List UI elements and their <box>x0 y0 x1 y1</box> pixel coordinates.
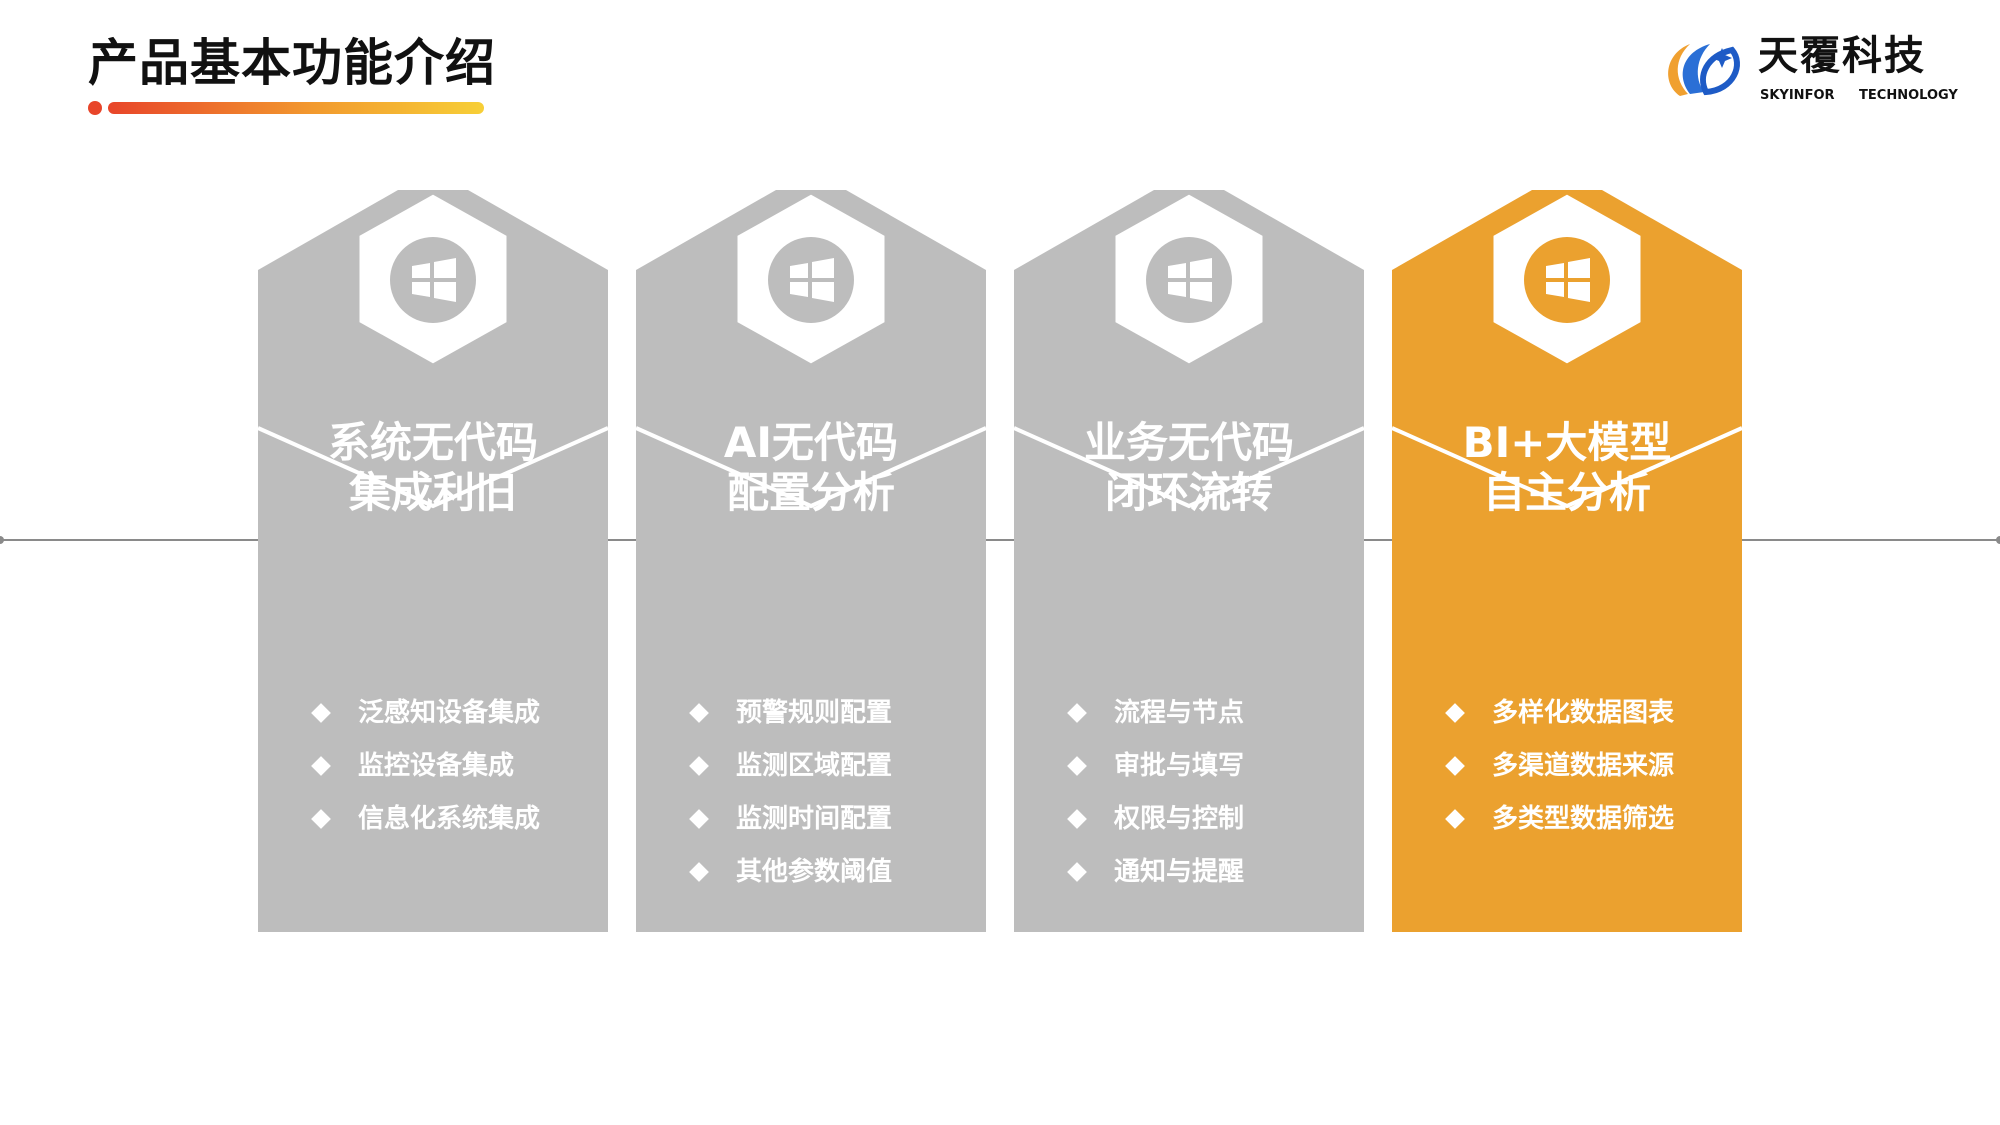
feature-item-label: 监测区域配置 <box>736 750 893 781</box>
feature-card: BI+大模型自主分析 多样化数据图表多渠道数据来源多类型数据筛选 <box>1392 190 1742 935</box>
diamond-bullet-icon <box>689 808 709 829</box>
card-title: BI+大模型自主分析 <box>1392 418 1742 518</box>
card-title-line: 集成利旧 <box>348 468 517 517</box>
logo-mark-icon <box>1668 44 1740 96</box>
feature-item-label: 多类型数据筛选 <box>1492 803 1675 834</box>
card-shape <box>1014 190 1364 932</box>
feature-item: 多渠道数据来源 <box>1442 739 1674 792</box>
timeline-line <box>1742 539 2000 541</box>
feature-item-label: 预警规则配置 <box>736 697 893 728</box>
card-title-line: AI无代码 <box>723 418 899 467</box>
feature-list: 多样化数据图表多渠道数据来源多类型数据筛选 <box>1442 686 1674 845</box>
diamond-bullet-icon <box>689 702 709 723</box>
feature-item: 预警规则配置 <box>686 686 892 739</box>
feature-item-label: 通知与提醒 <box>1114 856 1245 887</box>
timeline-line <box>1364 539 1392 541</box>
diamond-bullet-icon <box>1445 808 1465 829</box>
card-shape <box>636 190 986 932</box>
diamond-bullet-icon <box>1445 702 1465 723</box>
feature-item: 其他参数阈值 <box>686 845 892 898</box>
feature-item-label: 监测时间配置 <box>736 803 893 834</box>
feature-item: 流程与节点 <box>1064 686 1244 739</box>
feature-item: 审批与填写 <box>1064 739 1244 792</box>
diamond-bullet-icon <box>1445 755 1465 776</box>
timeline-line <box>0 539 258 541</box>
feature-item-label: 权限与控制 <box>1114 803 1245 834</box>
card-title-line: 自主分析 <box>1482 468 1651 517</box>
card-title-line: 系统无代码 <box>327 418 538 467</box>
feature-item: 监测区域配置 <box>686 739 892 792</box>
feature-item: 多类型数据筛选 <box>1442 792 1674 845</box>
windows-icon <box>1524 237 1610 323</box>
company-logo: 天覆科技 SKYINFOR TECHNOLOGY <box>1660 34 2000 114</box>
card-title-line: 闭环流转 <box>1104 468 1273 517</box>
feature-item: 监测时间配置 <box>686 792 892 845</box>
feature-card: 业务无代码闭环流转 流程与节点审批与填写权限与控制通知与提醒 <box>1014 190 1364 935</box>
card-shape <box>1392 190 1742 932</box>
card-title-line: BI+大模型 <box>1462 418 1672 467</box>
feature-item: 多样化数据图表 <box>1442 686 1674 739</box>
diamond-bullet-icon <box>1067 755 1087 776</box>
card-shape <box>258 190 608 932</box>
feature-item-label: 监控设备集成 <box>358 750 515 781</box>
feature-item: 泛感知设备集成 <box>308 686 540 739</box>
diamond-bullet-icon <box>689 861 709 882</box>
diamond-bullet-icon <box>1067 702 1087 723</box>
feature-item-label: 审批与填写 <box>1114 750 1245 781</box>
feature-item: 信息化系统集成 <box>308 792 540 845</box>
feature-list: 流程与节点审批与填写权限与控制通知与提醒 <box>1064 686 1244 898</box>
windows-icon <box>768 237 854 323</box>
title-underline <box>88 101 484 115</box>
feature-item-label: 流程与节点 <box>1114 697 1245 728</box>
card-title-line: 业务无代码 <box>1083 418 1294 467</box>
feature-item: 权限与控制 <box>1064 792 1244 845</box>
diamond-bullet-icon <box>311 755 331 776</box>
feature-card: 系统无代码集成利旧 泛感知设备集成监控设备集成信息化系统集成 <box>258 190 608 935</box>
timeline-line <box>608 539 636 541</box>
feature-item: 通知与提醒 <box>1064 845 1244 898</box>
windows-icon <box>1146 237 1232 323</box>
card-title: AI无代码配置分析 <box>636 418 986 518</box>
windows-icon <box>390 237 476 323</box>
feature-list: 泛感知设备集成监控设备集成信息化系统集成 <box>308 686 540 845</box>
timeline-line <box>986 539 1014 541</box>
diamond-bullet-icon <box>1067 861 1087 882</box>
card-title: 业务无代码闭环流转 <box>1014 418 1364 518</box>
diamond-bullet-icon <box>311 808 331 829</box>
page-title: 产品基本功能介绍 <box>88 34 496 92</box>
feature-item-label: 其他参数阈值 <box>736 856 893 887</box>
card-title: 系统无代码集成利旧 <box>258 418 608 518</box>
feature-list: 预警规则配置监测区域配置监测时间配置其他参数阈值 <box>686 686 892 898</box>
feature-item-label: 多样化数据图表 <box>1492 697 1675 728</box>
diamond-bullet-icon <box>689 755 709 776</box>
logo-name-cn: 天覆科技 <box>1758 33 1926 79</box>
feature-item-label: 信息化系统集成 <box>358 803 541 834</box>
diamond-bullet-icon <box>311 702 331 723</box>
feature-item-label: 泛感知设备集成 <box>358 697 541 728</box>
diamond-bullet-icon <box>1067 808 1087 829</box>
feature-item-label: 多渠道数据来源 <box>1492 750 1675 781</box>
logo-name-en: SKYINFOR TECHNOLOGY <box>1760 88 1958 103</box>
feature-card: AI无代码配置分析 预警规则配置监测区域配置监测时间配置其他参数阈值 <box>636 190 986 935</box>
card-title-line: 配置分析 <box>726 468 895 517</box>
feature-item: 监控设备集成 <box>308 739 540 792</box>
